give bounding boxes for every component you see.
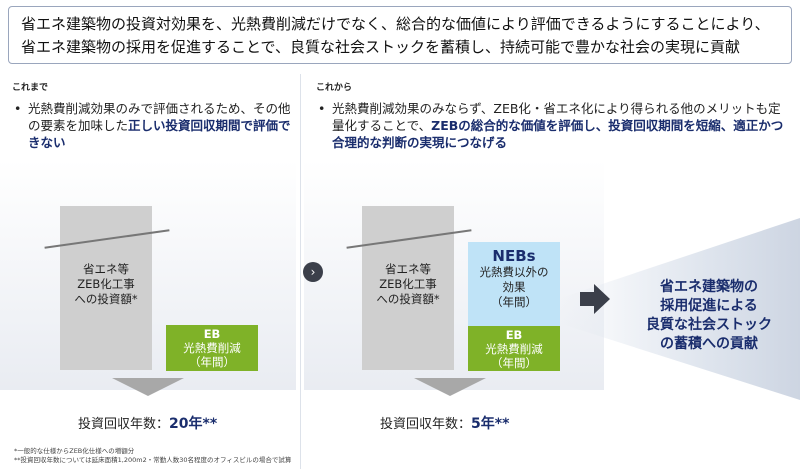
payback-label: 投資回収年数： (380, 417, 472, 432)
payback-after: 投資回収年数：5年** (380, 413, 509, 433)
payback-value: 20年** (169, 416, 218, 432)
investment-bar-line-1: 省エネ等 (385, 262, 431, 276)
eb-bar-title: EB (203, 327, 221, 341)
summary-line-2: 省エネ建築物の採用を促進することで、良質な社会ストックを蓄積し、持続可能で豊かな… (21, 38, 740, 56)
outcome-line-3: 良質な社会ストック (646, 317, 772, 333)
outcome-text: 省エネ建築物の 採用促進による 良質な社会ストック の蓄積への貢献 (624, 278, 794, 354)
before-bullet-text: 光熱費削減効果のみで評価されるため、その他の要素を加味した (28, 101, 291, 133)
after-bullet-highlight: ZEBの総合的な価値を評価し、投資回収期間を短縮、適正かつ合理的な判断の実現につ… (332, 118, 784, 150)
investment-bar-line-3: への投資額* (74, 292, 138, 306)
after-title: これから (316, 83, 353, 93)
eb-bar-line-2: 光熱費削減 (183, 341, 241, 355)
eb-bar-line-3: （年間） (491, 356, 537, 370)
nebs-line-1: 光熱費以外の (479, 265, 549, 279)
outcome-line-1: 省エネ建築物の (660, 279, 758, 295)
payback-value: 5年** (471, 416, 510, 432)
summary-line-1: 省エネ建築物の投資対効果を、光熱費削減だけでなく、総合的な価値により評価できるよ… (21, 15, 770, 33)
footnote-2: **投資回収年数については延床面積1,200m2・常勤人数30名程度のオフィスビ… (14, 456, 292, 464)
after-bullet: • 光熱費削減効果のみならず、ZEB化・省エネ化により得られる他のメリットも定量… (318, 100, 788, 151)
panel-divider (300, 74, 301, 469)
eb-bar-line-3: （年間） (189, 355, 235, 369)
eb-bar-before: EB 光熱費削減 （年間） (166, 325, 258, 371)
outcome-line-2: 採用促進による (660, 298, 758, 314)
payback-label: 投資回収年数： (78, 417, 170, 432)
investment-bar-line-2: ZEB化工事 (77, 277, 135, 291)
down-arrow-after (414, 378, 486, 396)
after-bullet-text: 光熱費削減効果のみならず、ZEB化・省エネ化により得られる他のメリットも定量化す… (332, 101, 781, 133)
footnotes: *一般的な仕様からZEB化仕様への増額分 **投資回収年数については延床面積1,… (14, 447, 314, 465)
right-arrow-icon (580, 284, 610, 314)
before-bullet: • 光熱費削減効果のみで評価されるため、その他の要素を加味した正しい投資回収期間… (14, 100, 292, 151)
nebs-line-3: （年間） (491, 295, 537, 309)
bullet-dot: • (14, 101, 22, 116)
nebs-title: NEBs (492, 247, 536, 265)
chevron-right-icon: › (303, 262, 323, 282)
before-bullet-highlight: 正しい投資回収期間で評価できない (28, 118, 291, 150)
down-arrow-before (112, 378, 184, 396)
nebs-line-2: 効果 (502, 280, 526, 294)
investment-bar-line-2: ZEB化工事 (379, 277, 437, 291)
eb-bar-title: EB (505, 328, 523, 342)
summary-box: 省エネ建築物の投資対効果を、光熱費削減だけでなく、総合的な価値により評価できるよ… (8, 6, 792, 64)
bullet-dot: • (318, 101, 326, 116)
outcome-line-4: の蓄積への貢献 (660, 336, 758, 352)
footnote-1: *一般的な仕様からZEB化仕様への増額分 (14, 447, 135, 455)
investment-bar-after: 省エネ等 ZEB化工事 への投資額* (362, 206, 454, 370)
investment-bar-line-3: への投資額* (376, 292, 440, 306)
investment-bar-before: 省エネ等 ZEB化工事 への投資額* (60, 206, 152, 370)
eb-bar-line-2: 光熱費削減 (485, 342, 543, 356)
before-title: これまで (12, 83, 49, 93)
eb-bar-after: EB 光熱費削減 （年間） (468, 326, 560, 371)
investment-bar-line-1: 省エネ等 (83, 262, 129, 276)
nebs-bar: NEBs 光熱費以外の 効果 （年間） (468, 242, 560, 326)
payback-before: 投資回収年数：20年** (78, 413, 217, 433)
